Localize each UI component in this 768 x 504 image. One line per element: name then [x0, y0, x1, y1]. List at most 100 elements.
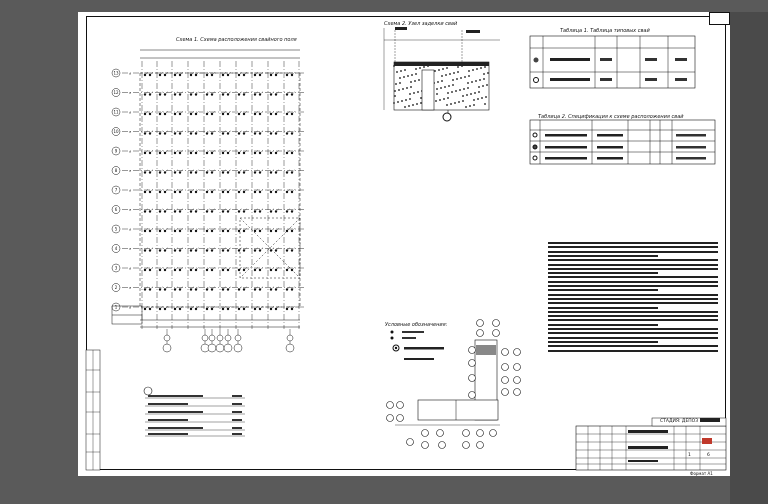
note-line	[548, 297, 718, 300]
axis-bubble-icon	[223, 343, 233, 353]
pile-dot-icon	[178, 210, 182, 213]
pile-dot-icon	[189, 288, 193, 291]
pile-dot-icon	[163, 112, 167, 116]
pile-dot-icon	[194, 73, 198, 77]
pile-dot-icon	[242, 171, 246, 174]
reference-circle-icon	[513, 363, 521, 371]
pile-dot-icon	[205, 171, 209, 174]
pile-dot-icon	[210, 268, 214, 272]
pile-dot-icon	[290, 132, 294, 135]
pile-dot-icon	[143, 73, 147, 77]
axis-bubble-icon	[285, 343, 295, 353]
pile-dot-icon	[163, 288, 167, 291]
pile-dot-icon	[258, 229, 262, 233]
pile-dot-icon	[178, 171, 182, 174]
pile-dot-icon	[274, 249, 278, 252]
viewport-right-margin	[730, 12, 768, 504]
pile-dot-icon	[253, 151, 257, 155]
axis-row-label: 3	[115, 266, 118, 271]
pile-dot-icon	[258, 132, 262, 135]
pile-dot-icon	[210, 249, 214, 252]
pile-dot-icon	[205, 229, 209, 233]
pile-dot-icon	[242, 268, 246, 272]
pile-dot-icon	[258, 249, 262, 252]
sheets-total: 6	[707, 453, 710, 458]
note-line	[548, 328, 718, 330]
pile-dot-icon	[173, 288, 177, 291]
pile-dot-icon	[210, 190, 214, 194]
pile-dot-icon	[242, 132, 246, 135]
pile-dot-icon	[178, 112, 182, 116]
pile-dot-icon	[189, 151, 193, 155]
table-types-title: Таблица 1. Таблица типовых свай	[560, 28, 650, 34]
pile-dot-icon	[221, 249, 225, 252]
pile-dot-icon	[148, 288, 152, 291]
pile-dot-icon	[285, 249, 289, 252]
pile-dot-icon	[148, 73, 152, 77]
note-line	[548, 267, 718, 270]
pile-dot-icon	[226, 151, 230, 155]
pile-dot-icon	[290, 210, 294, 213]
note-line	[548, 250, 718, 253]
axis-row-label: 8	[115, 168, 118, 173]
pile-dot-icon	[237, 171, 241, 174]
reference-circle-icon	[468, 359, 476, 367]
axis-bubble-icon	[207, 343, 217, 353]
pile-dot-icon	[178, 249, 182, 252]
reference-circle-icon	[476, 319, 484, 327]
pile-dot-icon	[258, 73, 262, 77]
pile-dot-icon	[173, 132, 177, 135]
pile-dot-icon	[242, 288, 246, 291]
reference-circle-icon	[513, 376, 521, 384]
axis-bubble-icon	[111, 166, 121, 175]
pile-dot-icon	[194, 210, 198, 213]
stamp-stage: СТАДИЯ: ДЕПОЗ	[660, 419, 699, 424]
pile-dot-icon	[194, 112, 198, 116]
pile-dot-icon	[221, 288, 225, 291]
pile-dot-icon	[148, 268, 152, 272]
pile-dot-icon	[221, 112, 225, 116]
pile-dot-icon	[194, 171, 198, 174]
pile-dot-icon	[221, 132, 225, 135]
pile-dot-icon	[285, 268, 289, 272]
pile-dot-icon	[210, 171, 214, 174]
pile-dot-icon	[274, 132, 278, 135]
reference-circle-icon	[476, 429, 484, 437]
pile-dot-icon	[194, 190, 198, 194]
pile-dot-icon	[210, 307, 214, 311]
svg-text:±: ±	[129, 286, 132, 290]
pile-dot-icon	[163, 93, 167, 96]
pile-dot-icon	[178, 229, 182, 233]
pile-dot-icon	[143, 268, 147, 272]
pile-dot-icon	[194, 132, 198, 135]
pile-dot-icon	[189, 73, 193, 77]
pile-dot-icon	[158, 190, 162, 194]
pile-dot-icon	[178, 73, 182, 77]
pile-dot-icon	[148, 229, 152, 233]
pile-dot-icon	[178, 268, 182, 272]
svg-text:±: ±	[129, 111, 132, 115]
title-block	[85, 349, 727, 471]
reference-circle-icon	[489, 429, 497, 437]
note-line	[548, 272, 658, 275]
svg-text:±: ±	[129, 91, 132, 95]
pile-dot-icon	[253, 249, 257, 252]
pile-dot-icon	[253, 73, 257, 77]
pile-dot-icon	[274, 93, 278, 96]
note-line	[548, 276, 718, 279]
pile-dot-icon	[253, 229, 257, 233]
pile-dot-icon	[163, 171, 167, 174]
pile-dot-icon	[173, 151, 177, 155]
pile-dot-icon	[173, 229, 177, 233]
pile-dot-icon	[237, 229, 241, 233]
pile-dot-icon	[189, 190, 193, 194]
note-line	[548, 263, 718, 266]
axis-row-label: 9	[115, 149, 118, 154]
pile-dot-icon	[163, 268, 167, 272]
reference-circle-icon	[468, 391, 476, 399]
pile-dot-icon	[242, 190, 246, 194]
sheet-corner-stamp	[709, 12, 730, 25]
pile-dot-icon	[205, 210, 209, 213]
pile-dot-icon	[221, 73, 225, 77]
pile-dot-icon	[173, 307, 177, 311]
